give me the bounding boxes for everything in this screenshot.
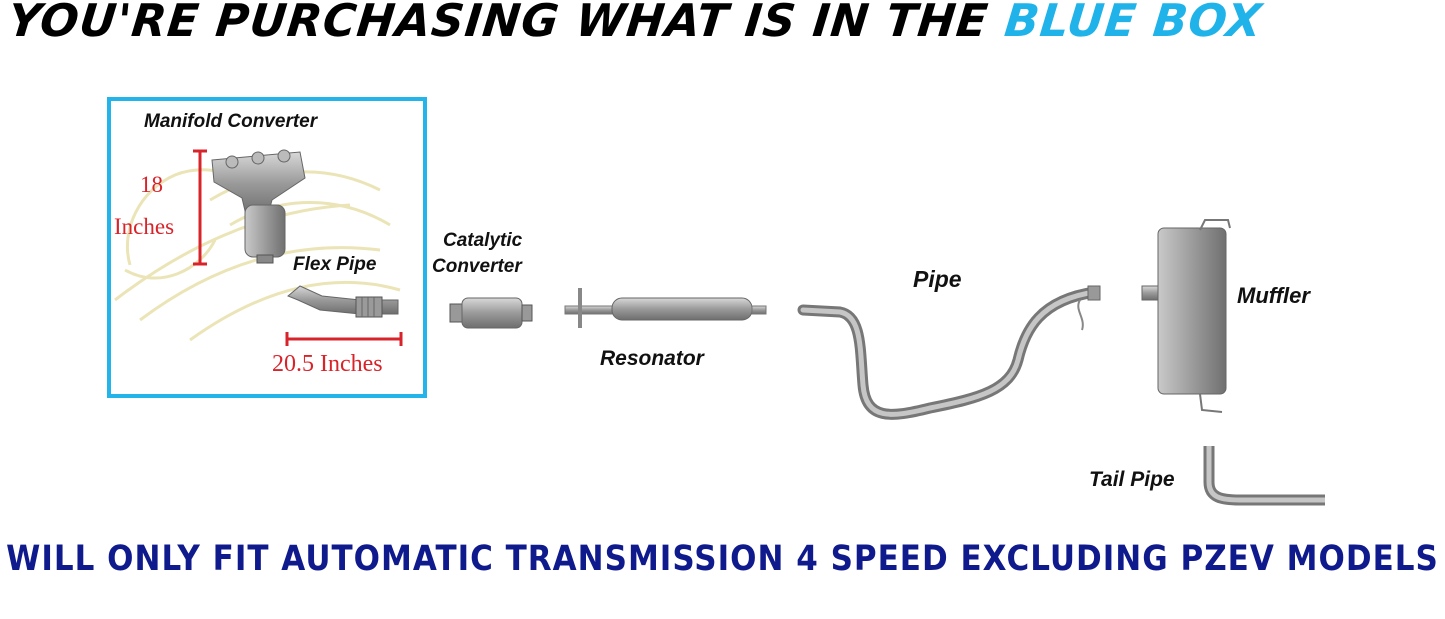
resonator-part [564,288,767,328]
catalytic-label-line1: Catalytic [443,230,523,251]
length-measure-bar [285,332,403,346]
height-measure-unit: Inches [114,214,175,239]
catalytic-label-line2: Converter [432,256,522,277]
pipe-label: Pipe [913,266,962,292]
tail-pipe-label: Tail Pipe [1089,468,1175,491]
fitment-note: WILL ONLY FIT AUTOMATIC TRANSMISSION 4 S… [6,538,1439,580]
manifold-converter-label: Manifold Converter [144,111,318,132]
blue-box-frame [107,97,427,398]
catalytic-converter-part [449,297,533,329]
height-measure-bar [193,149,207,266]
tail-pipe-part [1203,446,1325,506]
flex-pipe-part [287,285,399,318]
flex-pipe-label: Flex Pipe [293,254,377,275]
muffler-label: Muffler [1237,283,1310,308]
resonator-label: Resonator [600,347,704,370]
intermediate-pipe-part [797,285,1101,420]
length-measure-label: 20.5 Inches [272,351,383,377]
muffler-part [1141,219,1231,413]
manifold-converter-part [211,149,306,264]
height-measure-value: 18 [140,172,163,197]
